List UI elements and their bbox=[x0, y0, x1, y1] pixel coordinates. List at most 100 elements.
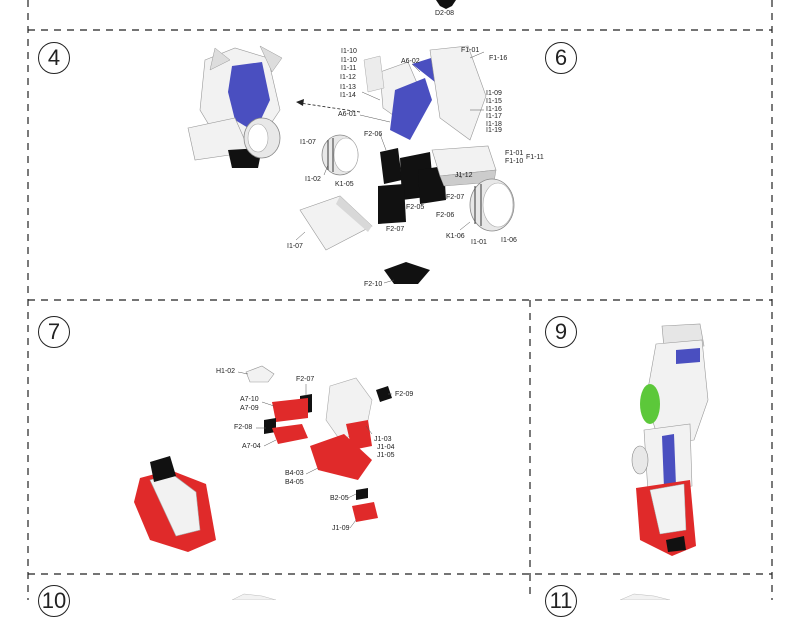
step4-leader-lines bbox=[295, 51, 485, 284]
part-label: J1-03 bbox=[374, 436, 392, 443]
part-label: F2-08 bbox=[234, 424, 253, 431]
step-number-9: 9 bbox=[545, 316, 577, 348]
leader-k1-06 bbox=[459, 221, 471, 231]
leader-b2-05 bbox=[347, 493, 357, 499]
part-label: F2-06 bbox=[364, 131, 383, 138]
torso-blue-stripe bbox=[228, 62, 270, 132]
part-label: B4-03 bbox=[285, 470, 304, 477]
part-label: A7-04 bbox=[242, 443, 261, 450]
disc-part-i1-07-face bbox=[333, 137, 359, 173]
part-label: B4-05 bbox=[285, 479, 304, 486]
disc-part-k1-06-face bbox=[482, 182, 514, 228]
leader-a6-01 bbox=[359, 114, 391, 123]
instruction-page: 4 6 7 9 10 11 D2-08 I1-10 I1-10 I1-11 I1… bbox=[27, 0, 773, 617]
assembled-foot-black bbox=[150, 456, 176, 482]
step-number-6: 6 bbox=[545, 42, 577, 74]
part-label: I1-10 bbox=[341, 48, 357, 55]
white-part-h1-02 bbox=[245, 365, 275, 383]
part-label: F2-07 bbox=[296, 376, 315, 383]
black-part-f2-10 bbox=[384, 262, 430, 284]
part-label: I1-07 bbox=[287, 243, 303, 250]
leader-j1-12 bbox=[455, 173, 463, 179]
torso-shoulder-flap-right bbox=[259, 45, 283, 73]
leg-shin-blue bbox=[662, 434, 676, 488]
part-label: F1-11 bbox=[526, 154, 544, 161]
leg-ankle-joint bbox=[631, 445, 649, 475]
assembly-arrow-head bbox=[296, 99, 304, 106]
part-label: I1-15 bbox=[486, 98, 502, 105]
part-label: I1-11 bbox=[341, 65, 357, 72]
leader-h1-02 bbox=[237, 371, 249, 375]
panel-dividers bbox=[27, 0, 773, 600]
torso-shoulder-flap bbox=[209, 47, 231, 71]
part-label: I1-01 bbox=[471, 239, 487, 246]
part-label: F1-10 bbox=[505, 158, 524, 165]
part-label: F2-10 bbox=[364, 281, 383, 288]
leader-i1-07b bbox=[295, 231, 306, 241]
step-number-11: 11 bbox=[545, 585, 577, 617]
top-part-d2-08 bbox=[436, 0, 456, 9]
step7-leader-lines bbox=[237, 371, 392, 529]
red-part-b4-03 bbox=[310, 434, 372, 480]
part-label: K1-06 bbox=[446, 233, 465, 240]
step-number-10: 10 bbox=[38, 585, 70, 617]
white-wedge-side bbox=[336, 196, 372, 232]
part-label: F1-01 bbox=[505, 150, 524, 157]
leader-j1-09 bbox=[349, 519, 357, 529]
leader-f2-06 bbox=[379, 133, 387, 151]
leg-foot-white bbox=[649, 483, 687, 535]
leg-foot-black bbox=[666, 536, 686, 552]
part-label: I1-06 bbox=[501, 237, 517, 244]
part-label: F2-07 bbox=[386, 226, 405, 233]
part-label: J1-12 bbox=[455, 172, 473, 179]
part-label: I1-12 bbox=[340, 74, 356, 81]
red-part-a7-04 bbox=[272, 424, 308, 444]
part-label: F1-16 bbox=[489, 55, 508, 62]
part-label: A7-09 bbox=[240, 405, 259, 412]
part-label: I1-19 bbox=[486, 127, 502, 134]
leader-j1 bbox=[365, 425, 373, 435]
part-label: A6-02 bbox=[401, 58, 420, 65]
leader-f1-01 bbox=[469, 51, 485, 59]
leader-a7-04 bbox=[263, 439, 277, 447]
leader-b4 bbox=[305, 467, 319, 475]
center-small-white-part bbox=[363, 55, 385, 93]
part-label: H1-02 bbox=[216, 368, 236, 375]
part-label: I1-10 bbox=[341, 57, 357, 64]
leg-thigh-blue bbox=[676, 348, 700, 364]
black-part-b2-05 bbox=[356, 488, 368, 500]
part-label: A7-10 bbox=[240, 396, 259, 403]
part-label: J1-04 bbox=[377, 444, 395, 451]
part-label: I1-07 bbox=[300, 139, 316, 146]
leader-f2-10 bbox=[383, 279, 395, 284]
part-label: A6-01 bbox=[338, 111, 357, 118]
red-part-j1-09 bbox=[352, 502, 378, 522]
bottom-partial-part-10 bbox=[231, 593, 277, 600]
step-number-4: 4 bbox=[38, 42, 70, 74]
red-part-a7-10 bbox=[272, 398, 308, 422]
part-label: K1-05 bbox=[335, 181, 354, 188]
part-label: F2-06 bbox=[436, 212, 455, 219]
part-label: F1-01 bbox=[461, 47, 480, 54]
diagram-canvas bbox=[27, 0, 773, 600]
part-label: I1-17 bbox=[486, 113, 502, 120]
part-label: J1-09 bbox=[332, 525, 350, 532]
black-part-f2-07 bbox=[378, 184, 406, 224]
black-part-f2-09 bbox=[376, 386, 392, 402]
step-number-7: 7 bbox=[38, 316, 70, 348]
black-part-f2-05 bbox=[418, 166, 446, 204]
torso-round-joint-inner bbox=[247, 123, 269, 153]
leader-a7-10 bbox=[261, 401, 275, 407]
assembly-arrow-line bbox=[299, 102, 361, 113]
part-label: I1-02 bbox=[305, 176, 321, 183]
part-label: I1-18 bbox=[486, 121, 502, 128]
part-label: I1-09 bbox=[486, 90, 502, 97]
leader-i1-02 bbox=[323, 164, 329, 176]
part-label: I1-16 bbox=[486, 106, 502, 113]
part-label: D2-08 bbox=[435, 10, 455, 17]
part-label: F2-09 bbox=[395, 391, 414, 398]
leg-green-knee bbox=[640, 384, 660, 424]
part-label: F2-05 bbox=[406, 204, 425, 211]
part-label: I1-13 bbox=[340, 84, 356, 91]
part-label: B2-05 bbox=[330, 495, 349, 502]
